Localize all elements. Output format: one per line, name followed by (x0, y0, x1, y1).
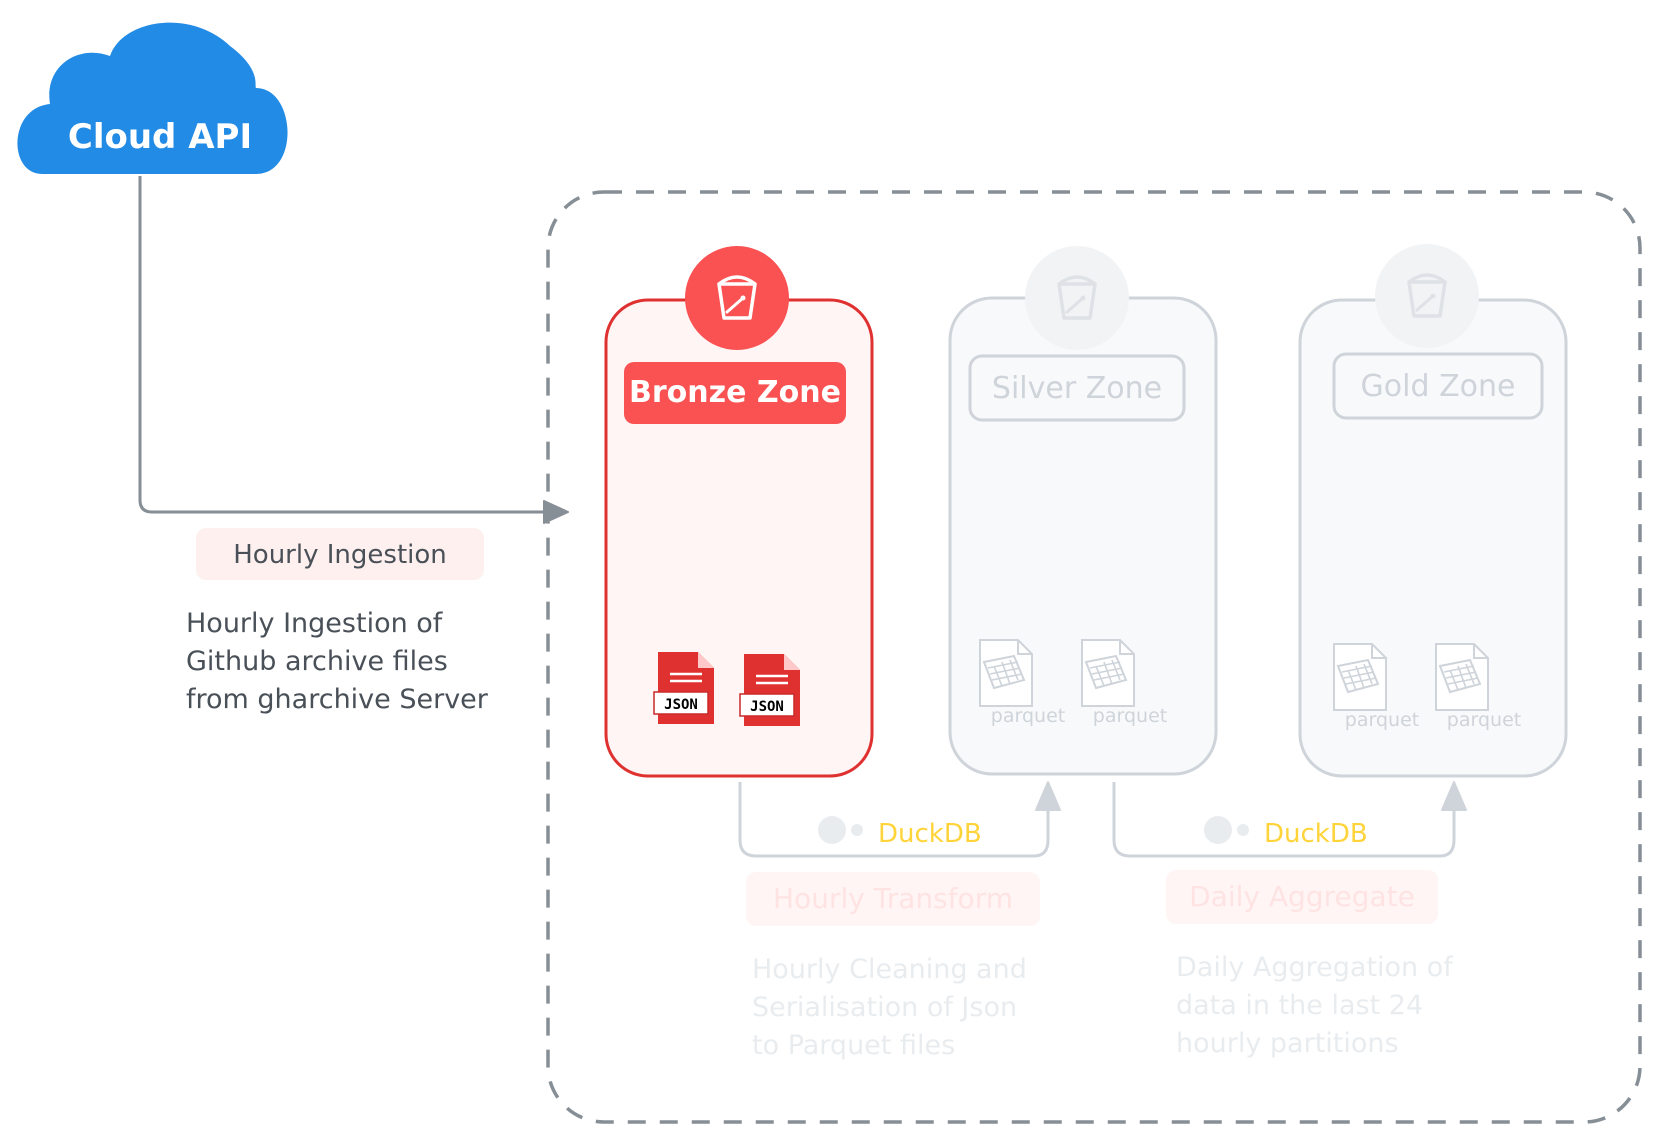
ingestion-description-line: Hourly Ingestion of (186, 608, 444, 639)
ingestion-description-line: Github archive files (186, 646, 448, 677)
json-file-label: JSON (750, 699, 784, 715)
duckdb-label: DuckDB (878, 819, 982, 849)
duckdb-label: DuckDB (1264, 819, 1368, 849)
hourly-ingestion-label: Hourly Ingestion (233, 540, 447, 570)
gold-zone: Gold Zone parquet parquet (1298, 244, 1568, 778)
ingestion-arrow (138, 176, 566, 514)
hourly-transform-connector: DuckDB (738, 781, 1061, 858)
json-file-icon: JSON (738, 652, 802, 728)
bronze-zone-label: Bronze Zone (629, 375, 841, 410)
parquet-file-label: parquet (991, 705, 1065, 727)
parquet-file-label: parquet (1345, 709, 1419, 731)
cloud-label: Cloud API (68, 117, 252, 157)
hourly-transform-label: Hourly Transform (773, 882, 1013, 915)
gold-zone-label: Gold Zone (1361, 369, 1516, 404)
parquet-file-label: parquet (1447, 709, 1521, 731)
daily-aggregate-badge (1166, 870, 1438, 924)
hourly-transform-badge (746, 872, 1040, 926)
daily-aggregate-label: Daily Aggregate (1189, 880, 1415, 913)
ingestion-arrowhead (543, 500, 569, 524)
silver-zone: Silver Zone parquet parquet (948, 246, 1218, 776)
aggregate-description-line: hourly partitions (1176, 1028, 1399, 1059)
transform-description-line: Hourly Cleaning and (752, 954, 1027, 985)
cloud-api: Cloud API (17, 22, 288, 175)
aggregate-description-line: Daily Aggregation of (1176, 952, 1454, 983)
bronze-zone-title-box (624, 362, 846, 424)
aggregate-description-line: data in the last 24 (1176, 990, 1423, 1021)
parquet-file-label: parquet (1093, 705, 1167, 727)
duckdb-icon (1204, 816, 1249, 844)
parquet-file-icon (979, 639, 1033, 707)
gold-zone-title-box (1332, 352, 1544, 420)
daily-aggregate-connector: DuckDB (1112, 781, 1467, 858)
cloud-icon (17, 22, 288, 175)
duckdb-icon (818, 816, 863, 844)
hourly-ingestion-badge (196, 528, 484, 580)
json-file-icon: JSON (652, 650, 716, 726)
transform-description-line: Serialisation of Json (752, 992, 1017, 1023)
bronze-zone: Bronze Zone JSON JSON (604, 246, 874, 778)
daily-aggregate-description: Daily Aggregation of data in the last 24… (1176, 952, 1454, 1059)
parquet-file-icon (1435, 643, 1489, 711)
parquet-file-icon (1333, 643, 1387, 711)
json-file-label: JSON (664, 697, 698, 713)
storage-boundary (546, 190, 1642, 1124)
ingestion-description-line: from gharchive Server (186, 684, 489, 715)
silver-zone-label: Silver Zone (992, 371, 1162, 406)
ingestion-description: Hourly Ingestion of Github archive files… (186, 608, 489, 715)
parquet-file-icon (1081, 639, 1135, 707)
hourly-transform-description: Hourly Cleaning and Serialisation of Jso… (752, 954, 1027, 1061)
silver-zone-title-box (968, 354, 1186, 422)
transform-description-line: to Parquet files (752, 1030, 955, 1061)
